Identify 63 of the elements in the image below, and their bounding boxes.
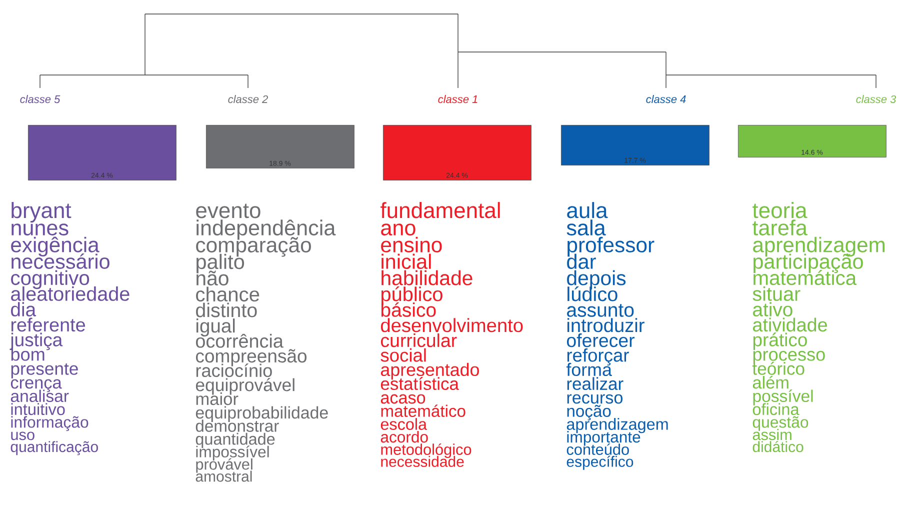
word-label: didático [752, 440, 804, 452]
word-label: tarefa [752, 220, 808, 236]
word-label: demonstrar [196, 420, 279, 432]
word-label: fundamental [380, 202, 500, 218]
word-label: desenvolvimento [381, 318, 523, 332]
word-label: matemático [381, 404, 466, 417]
word-label: ativo [753, 302, 792, 316]
word-label: equiprobabilidade [196, 406, 328, 422]
word-label: curricular [381, 333, 457, 348]
word-label: bom [11, 348, 44, 361]
word-label: questão [752, 416, 808, 431]
word-label: metodológico [381, 443, 472, 458]
word-label: uso [11, 432, 34, 440]
word-label: ensino [381, 236, 442, 252]
word-label: distinto [196, 302, 257, 318]
word-label: prático [753, 332, 807, 350]
word-label: aprendizagem [566, 418, 668, 434]
word-label: ano [381, 224, 416, 236]
class-label: classe 4 [646, 95, 686, 104]
word-label: noção [567, 404, 611, 420]
word-label: introduzir [567, 318, 644, 332]
class-label: classe 2 [228, 95, 268, 104]
word-label: social [380, 348, 426, 362]
word-label: informação [11, 416, 88, 431]
word-label: atividade [753, 318, 827, 332]
word-label: necessidade [381, 456, 464, 467]
word-label: sala [566, 220, 606, 236]
word-label: habilidade [382, 270, 472, 286]
word-label: específico [566, 456, 634, 470]
word-label: situar [752, 286, 800, 301]
word-label: chance [196, 286, 260, 302]
word-label: recurso [567, 394, 622, 404]
word-label: presente [11, 363, 78, 378]
word-label: bryant [12, 202, 72, 223]
word-label: além [752, 376, 788, 389]
class-label: classe 5 [20, 95, 60, 104]
word-label: conteúdo [566, 443, 629, 455]
word-label: intuitivo [11, 403, 65, 416]
word-label: realizar [567, 377, 624, 390]
word-label: importante [567, 431, 640, 446]
word-label: nunes [12, 224, 68, 236]
word-label: evento [196, 204, 260, 218]
word-label: referente [11, 318, 86, 332]
word-label: assunto [567, 304, 634, 317]
word-label: justiça [10, 332, 63, 350]
word-label: teoria [752, 202, 808, 218]
word-label: quantificação [10, 441, 98, 456]
word-label: acaso [380, 394, 426, 404]
word-label: quantidade [196, 432, 275, 448]
word-label: escola [380, 418, 428, 430]
class-label: classe 3 [856, 95, 896, 104]
word-label: inicial [382, 254, 431, 269]
word-label: oferecer [567, 333, 634, 348]
word-label: acordo [380, 431, 428, 443]
word-label: impossível [196, 446, 269, 461]
class-label: classe 1 [438, 95, 478, 104]
word-label: oficina [752, 403, 800, 416]
word-label: amostral [196, 470, 252, 482]
word-label: dia [11, 302, 36, 316]
word-label: provável [196, 458, 252, 473]
word-label: assim [752, 428, 792, 440]
word-label: aula [567, 202, 608, 218]
word-label: possível [753, 390, 813, 406]
